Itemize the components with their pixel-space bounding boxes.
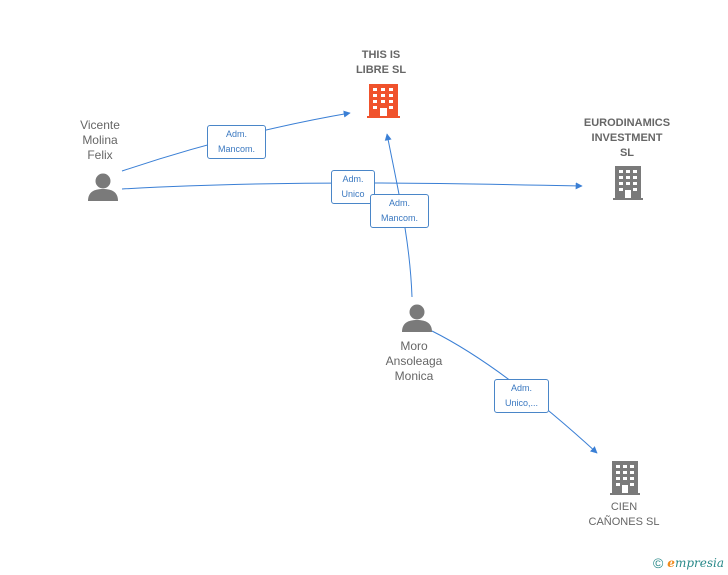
- label-line: THIS IS: [361, 49, 401, 61]
- label-line: Moro: [400, 339, 428, 353]
- edge-label-line: Mancom.: [380, 213, 418, 223]
- person-label-moro[interactable]: Moro Ansoleaga Monica: [373, 339, 455, 384]
- edge-label-line: Mancom.: [217, 144, 255, 154]
- edge-label-line: Adm.: [510, 383, 532, 393]
- label-line: CAÑONES SL: [588, 516, 660, 528]
- copyright-icon: ©: [652, 555, 664, 571]
- edge-label-moro-cien[interactable]: Adm. Unico,...: [494, 379, 549, 413]
- edge-label-vicente-euro[interactable]: Adm. Unico: [331, 170, 375, 204]
- brand-name: empresia: [667, 556, 724, 570]
- building-icon[interactable]: [613, 166, 643, 200]
- label-line: Molina: [82, 133, 118, 147]
- person-icon[interactable]: [402, 304, 432, 333]
- company-label-eurodinamics[interactable]: EURODINAMICS INVESTMENT SL: [572, 116, 682, 161]
- brand-logo: © empresia: [653, 555, 724, 571]
- label-line: Monica: [394, 369, 434, 383]
- edge-label-line: Adm.: [225, 129, 247, 139]
- brand-rest: mpresia: [674, 556, 724, 570]
- company-label-this-is-libre[interactable]: THIS IS LIBRE SL: [331, 48, 431, 78]
- label-line: LIBRE SL: [355, 64, 407, 76]
- building-icon[interactable]: [610, 461, 640, 495]
- brand-initial: e: [667, 556, 675, 570]
- person-icon[interactable]: [88, 173, 118, 202]
- edge-label-vicente-libre[interactable]: Adm. Mancom.: [207, 125, 266, 159]
- edge-label-line: Unico,...: [504, 398, 538, 408]
- label-line: Vicente: [80, 118, 120, 132]
- label-line: SL: [619, 147, 635, 159]
- edge-label-moro-libre[interactable]: Adm. Mancom.: [370, 194, 429, 228]
- edge-label-line: Adm.: [388, 198, 410, 208]
- label-line: INVESTMENT: [591, 132, 663, 144]
- edge-label-line: Unico: [341, 189, 365, 199]
- label-line: Ansoleaga: [385, 354, 443, 368]
- label-line: EURODINAMICS: [583, 117, 671, 129]
- person-label-vicente[interactable]: Vicente Molina Felix: [60, 118, 140, 163]
- label-line: CIEN: [610, 501, 638, 513]
- building-icon[interactable]: [367, 84, 400, 118]
- edge-label-line: Adm.: [342, 174, 364, 184]
- label-line: Felix: [87, 148, 113, 162]
- company-label-cien-canones[interactable]: CIEN CAÑONES SL: [573, 500, 675, 530]
